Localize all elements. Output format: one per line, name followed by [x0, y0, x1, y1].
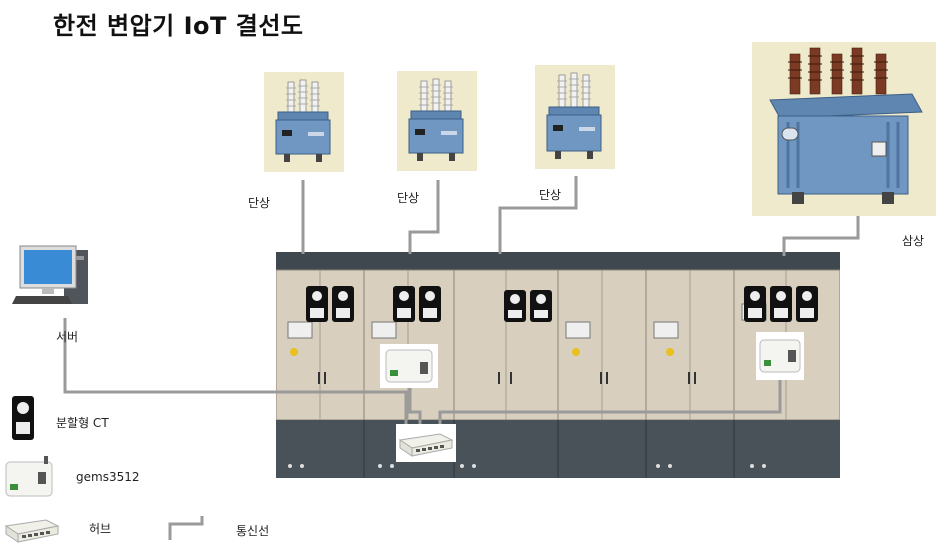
- split-ct-group-2: [393, 286, 443, 324]
- server-computer: [10, 244, 114, 310]
- transformer-label-4: 삼상: [902, 234, 925, 248]
- legend-line-label: 통신선: [236, 524, 270, 538]
- legend-hub-label: 허브: [89, 522, 112, 536]
- hub-device: [396, 424, 456, 462]
- server-label: 서버: [56, 330, 79, 344]
- transformer-label-1: 단상: [248, 196, 271, 210]
- legend-ct-icon: [10, 396, 36, 442]
- legend-hub-icon: [2, 512, 62, 548]
- transformer-label-2: 단상: [397, 191, 420, 205]
- single-phase-transformer-2: [397, 71, 477, 171]
- split-ct-group-4: [744, 286, 820, 324]
- single-phase-transformer-1: [264, 72, 344, 172]
- split-ct-group-1: [306, 286, 356, 324]
- legend-gems-icon: [4, 454, 56, 500]
- gems3512-device-panel-6: [756, 332, 804, 380]
- legend-line-icon: [166, 514, 206, 544]
- three-phase-transformer: [752, 42, 936, 216]
- single-phase-transformer-3: [535, 65, 615, 169]
- legend-gems-label: gems3512: [76, 470, 140, 484]
- split-ct-group-3: [504, 290, 554, 324]
- transformer-label-3: 단상: [539, 188, 562, 202]
- gems3512-device-panel-2: [380, 344, 438, 388]
- page-title: 한전 변압기 IoT 결선도: [53, 12, 304, 40]
- legend-ct-label: 분할형 CT: [56, 416, 109, 430]
